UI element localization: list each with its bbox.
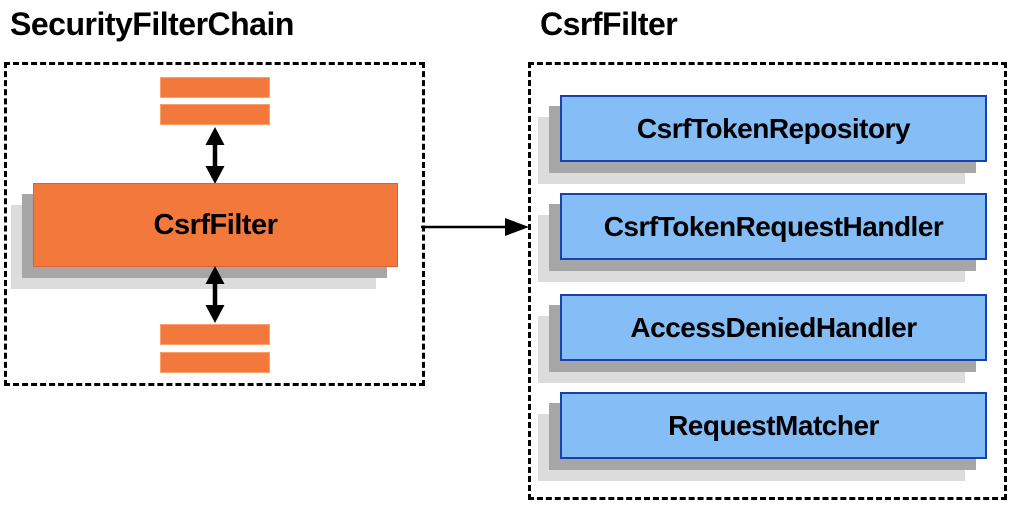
filter-chain-bar xyxy=(160,352,270,373)
double-headed-arrow-icon xyxy=(205,266,225,323)
filter-chain-bar xyxy=(160,324,270,345)
component-label: CsrfTokenRequestHandler xyxy=(603,210,944,242)
component-label: CsrfTokenRepository xyxy=(636,112,911,144)
component-box-csrf-token-repository: CsrfTokenRepository xyxy=(560,95,987,162)
component-box-csrf-token-request-handler: CsrfTokenRequestHandler xyxy=(560,193,987,260)
component-label: RequestMatcher xyxy=(668,409,879,441)
filter-chain-bar xyxy=(160,104,270,125)
security-filter-chain-panel: CsrfFilter xyxy=(4,62,425,386)
component-box-request-matcher: RequestMatcher xyxy=(560,392,987,459)
component-label: AccessDeniedHandler xyxy=(630,311,917,343)
filter-chain-bar xyxy=(160,77,270,98)
left-panel-title: SecurityFilterChain xyxy=(10,6,294,42)
right-panel-title: CsrfFilter xyxy=(540,6,678,42)
right-arrow-icon xyxy=(421,218,529,236)
csrf-filter-panel: CsrfTokenRepository CsrfTokenRequestHand… xyxy=(528,62,1007,500)
double-headed-arrow-icon xyxy=(205,127,225,184)
csrf-filter-box: CsrfFilter xyxy=(33,183,398,267)
csrf-filter-box-label: CsrfFilter xyxy=(153,208,278,241)
component-box-access-denied-handler: AccessDeniedHandler xyxy=(560,294,987,361)
